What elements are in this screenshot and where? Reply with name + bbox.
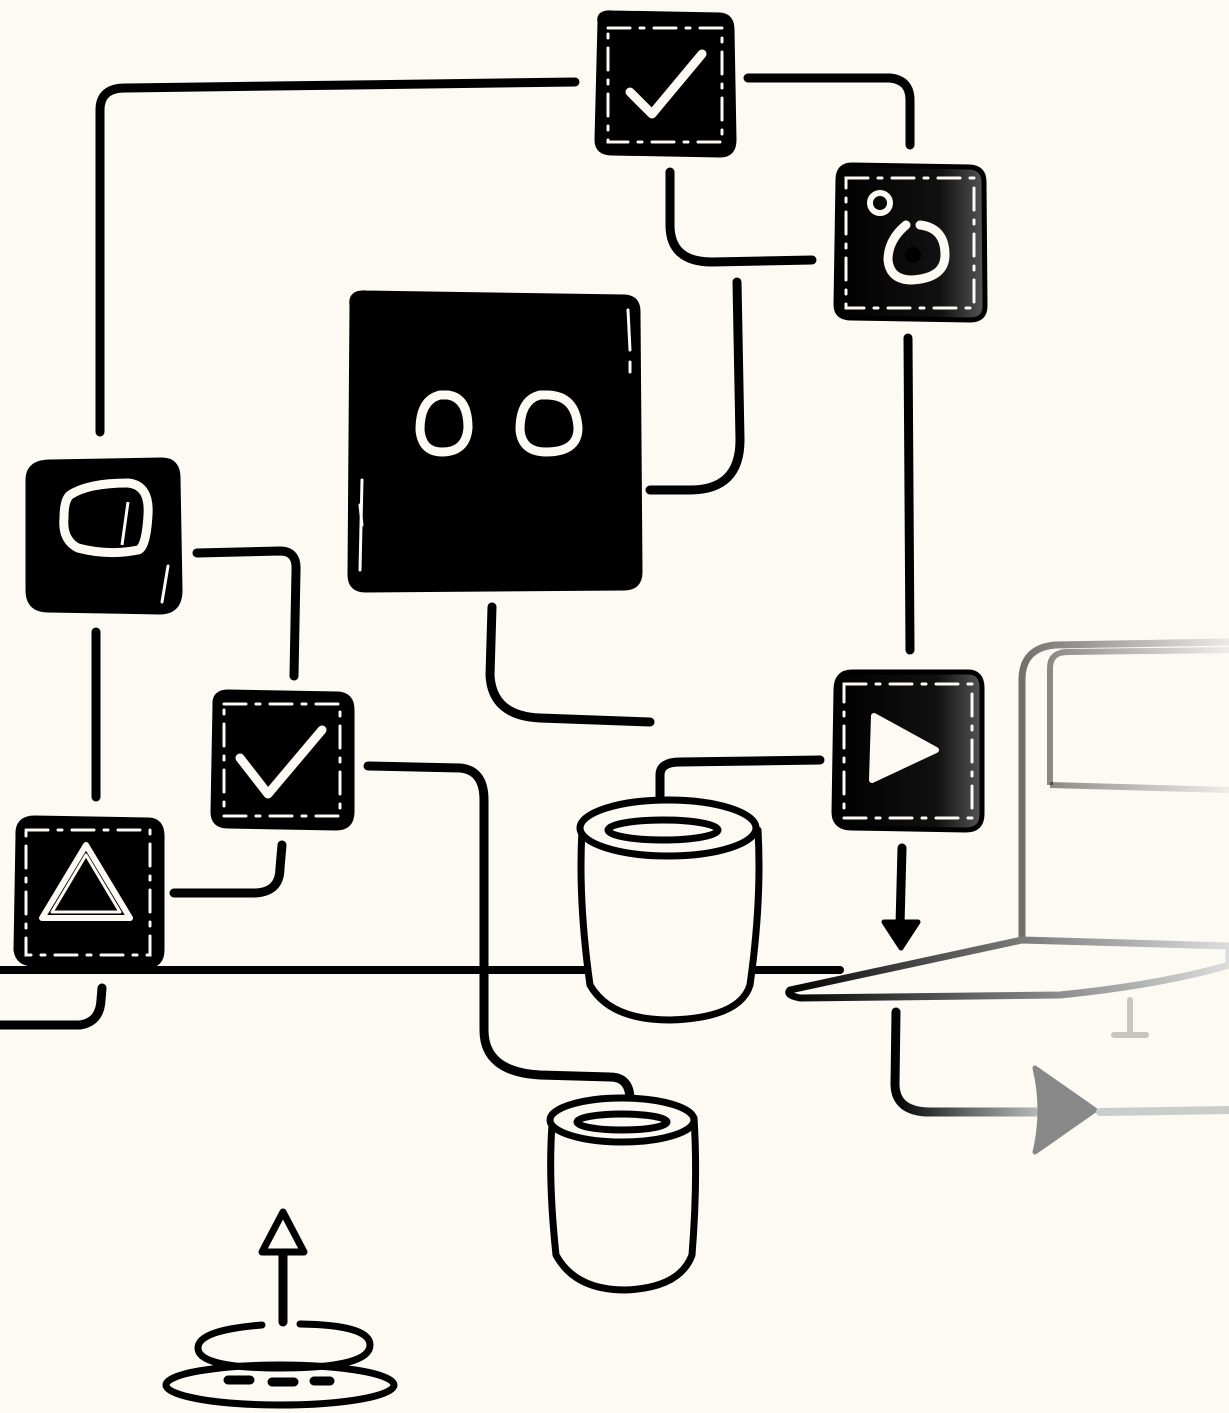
checkmark-icon <box>625 49 707 119</box>
cylinder-lower-icon <box>546 1094 700 1294</box>
central-node[interactable] <box>347 290 643 593</box>
check-mid-node[interactable] <box>210 689 355 831</box>
laptop-icon <box>785 638 1229 1038</box>
portal-icon <box>162 1208 398 1409</box>
play-node[interactable] <box>831 669 985 833</box>
screen-node[interactable] <box>25 457 183 615</box>
triangle-icon <box>50 853 122 914</box>
arrow-down-icon <box>881 843 921 951</box>
eyes-icon <box>415 390 583 457</box>
connector-lines <box>0 73 915 1105</box>
checkmark-icon <box>235 725 327 799</box>
arrow-right-icon <box>890 1007 1229 1155</box>
play-icon <box>869 713 939 783</box>
drop-icon <box>883 220 950 285</box>
check-top-node[interactable] <box>594 10 737 158</box>
screen-icon <box>59 478 153 558</box>
triangle-node[interactable] <box>13 815 165 969</box>
cylinder-upper-icon <box>576 796 763 1024</box>
drop-node[interactable] <box>833 162 988 323</box>
